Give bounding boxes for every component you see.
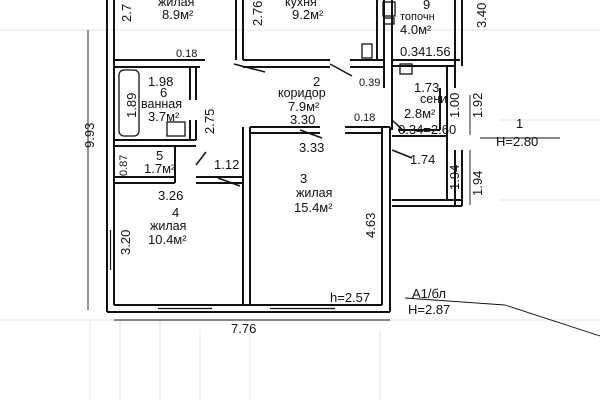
room-label-corridor: коридор [278, 86, 326, 100]
walls [106, 0, 463, 313]
room-area-zhilaya-3: 15.4м² [294, 200, 333, 215]
room-number-4: 4 [172, 205, 179, 220]
room-number-vannaya: 6 [160, 85, 167, 100]
dimension-1-73: 1.73 [414, 80, 439, 95]
annotations: 1 H=2.80 А1/бл H=2.87 [408, 116, 538, 317]
dimension-0-87: 0.87 [118, 155, 130, 176]
doors [195, 63, 413, 187]
room-label-topochnaya: топочн [400, 11, 435, 23]
dimension-1-89: 1.89 [124, 93, 139, 118]
room-label-seni: сени [420, 92, 447, 106]
dimension-2-76: 2.76 [250, 1, 265, 26]
room-area-zhilaya-4: 10.4м² [148, 232, 187, 247]
dimension-3-26: 3.26 [158, 188, 183, 203]
annotation-height-2-80: H=2.80 [496, 134, 538, 149]
sink-icon [166, 121, 186, 137]
dimension-h-2-57: h=2.57 [330, 290, 370, 305]
dimension-0-34-1-56: 0.341.56 [400, 44, 451, 59]
dimension-1-00: 1.00 [447, 93, 462, 118]
stove-icon [382, 1, 396, 17]
dimension-7-76: 7.76 [231, 321, 256, 336]
room-number-3: 3 [300, 171, 307, 186]
dimension-1-92: 1.92 [470, 93, 485, 118]
room-label-zhilaya-4: жилая [150, 219, 186, 233]
annotation-height-2-87: H=2.87 [408, 302, 450, 317]
kitchen-sink-icon [361, 43, 373, 59]
dimension-0-18-top: 0.18 [176, 48, 197, 60]
background-form-lines [0, 29, 600, 400]
dimension-3-30: 3.30 [290, 112, 315, 127]
dimension-2-60: 0.34=2.60 [398, 122, 456, 137]
room-area-zhilaya-top: 8.9м² [162, 7, 194, 22]
annotation-one: 1 [516, 116, 523, 131]
room-area-vannaya: 3.7м² [148, 109, 180, 124]
dimension-9-93: 9.93 [82, 123, 97, 148]
room-labels: жилая 8.9м² кухня 9.2м² 9 топочн 4.0м² 2… [141, 0, 447, 247]
bathtub-icon [118, 69, 140, 137]
dimension-2-75: 2.75 [202, 109, 217, 134]
room-number-5: 5 [156, 148, 163, 163]
dimension-1-12: 1.12 [214, 157, 239, 172]
room-number-topochnaya: 9 [423, 0, 430, 12]
room-area-topochnaya: 4.0м² [400, 22, 432, 37]
dimension-1-94-b: 1.94 [470, 171, 485, 196]
dimension-3-40: 3.40 [474, 3, 489, 28]
dimension-labels: 2.7 2.76 3.40 0.341.56 0.18 1.98 1.89 2.… [82, 1, 489, 336]
room-label-zhilaya-top: жилая [158, 0, 194, 9]
room-label-kitchen: кухня [285, 0, 317, 9]
dimension-1-94-a: 1.94 [447, 165, 462, 190]
room-area-seni: 2.8м² [404, 106, 436, 121]
room-area-5: 1.7м² [144, 161, 176, 176]
windows [106, 230, 335, 313]
dimension-0-39: 0.39 [359, 77, 380, 89]
dimension-3-20: 3.20 [118, 230, 133, 255]
room-label-vannaya: ванная [141, 97, 182, 111]
dimension-3-33: 3.33 [299, 140, 324, 155]
room-label-zhilaya-3: жилая [296, 186, 332, 200]
dimension-0-18-mid: 0.18 [354, 112, 375, 124]
dimension-1-74: 1.74 [410, 152, 435, 167]
room-area-kitchen: 9.2м² [292, 7, 324, 22]
room-number-corridor: 2 [313, 74, 320, 89]
dimension-lines [87, 30, 600, 337]
room-area-corridor: 7.9м² [288, 99, 320, 114]
dimension-4-63: 4.63 [363, 213, 378, 238]
dimension-2-7: 2.7 [119, 4, 134, 22]
fixtures [118, 1, 413, 137]
dimension-1-98: 1.98 [148, 74, 173, 89]
annotation-a1: А1/бл [412, 286, 446, 301]
